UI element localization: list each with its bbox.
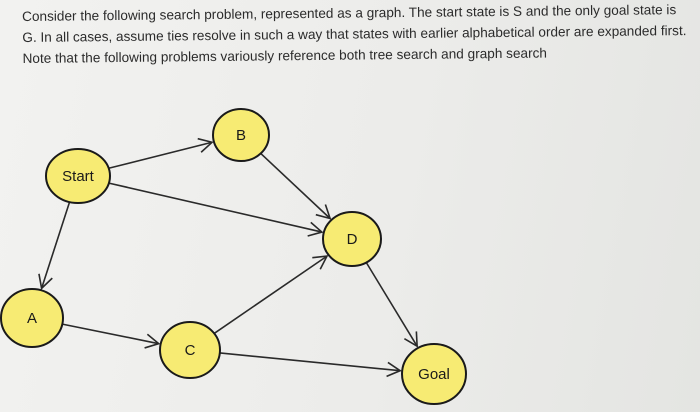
- node-label-start: Start: [62, 168, 95, 185]
- arrowhead-c-to-d: [312, 255, 329, 270]
- arrowhead-c-to-goal: [386, 361, 402, 378]
- node-c: C: [159, 321, 221, 379]
- graph-nodes: Start B D A C Goal: [0, 108, 467, 405]
- node-circle-goal: [401, 343, 467, 405]
- node-label-b: B: [236, 127, 246, 144]
- node-start: Start: [45, 148, 111, 204]
- arrowhead-a-to-c: [144, 333, 161, 349]
- node-b: B: [212, 108, 270, 162]
- edge-start-to-a: [40, 201, 71, 289]
- node-circle-b: [212, 108, 270, 162]
- edge-c-to-goal: [219, 352, 401, 372]
- node-label-d: D: [347, 231, 358, 248]
- node-label-goal: Goal: [418, 366, 450, 383]
- edge-b-to-d: [260, 152, 331, 220]
- edge-start-to-d: [108, 182, 323, 233]
- node-circle-c: [159, 321, 221, 379]
- edge-a-to-c: [62, 323, 159, 345]
- edge-start-to-b: [108, 141, 213, 170]
- arrowhead-start-to-a: [38, 273, 53, 290]
- node-d: D: [322, 211, 382, 267]
- node-circle-a: [0, 288, 64, 348]
- node-goal: Goal: [401, 343, 467, 405]
- node-a: A: [0, 288, 64, 348]
- graph-edges: [38, 137, 419, 378]
- arrowhead-d-to-goal: [403, 331, 419, 348]
- node-label-a: A: [27, 310, 37, 327]
- node-label-c: C: [185, 342, 196, 359]
- edge-d-to-goal: [365, 262, 418, 347]
- edge-c-to-d: [213, 255, 328, 335]
- arrowhead-start-to-d: [307, 221, 324, 237]
- arrowhead-start-to-b: [197, 137, 214, 153]
- node-circle-start: [45, 148, 111, 204]
- arrowhead-b-to-d: [315, 204, 332, 220]
- node-circle-d: [322, 211, 382, 267]
